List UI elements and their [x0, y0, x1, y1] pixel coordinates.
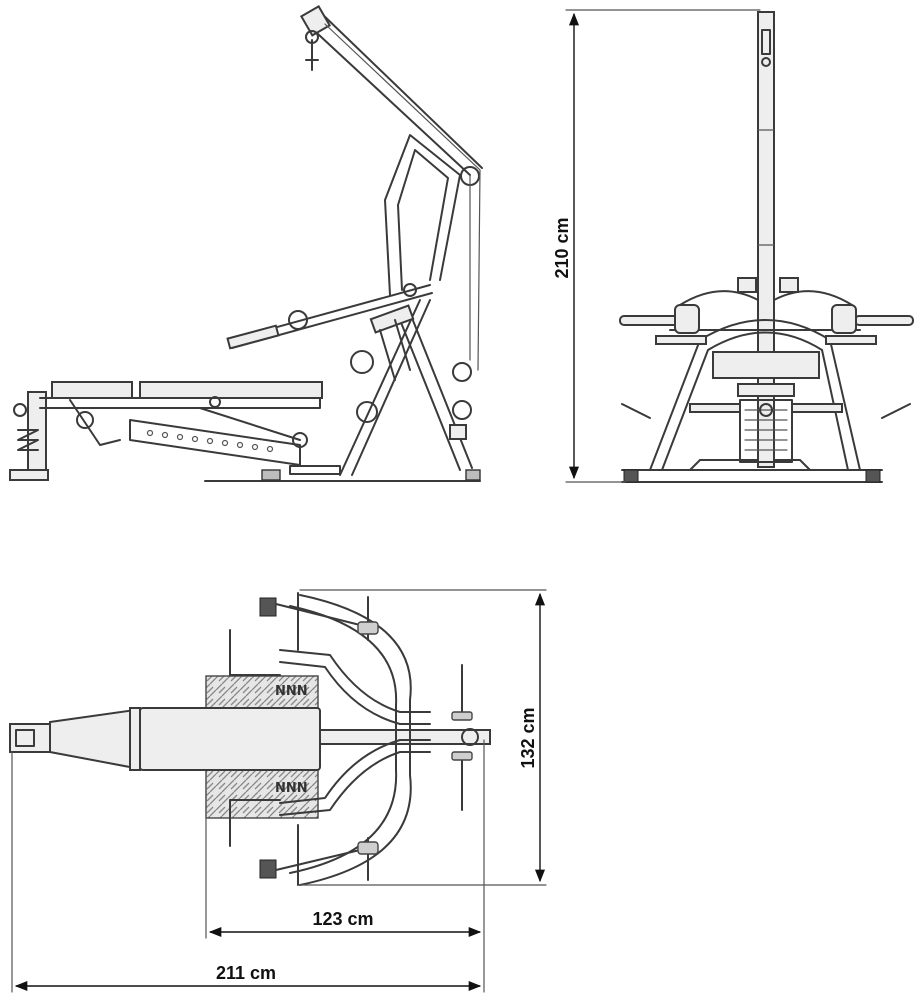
back-pad-top [139, 707, 321, 771]
front-view [619, 11, 914, 483]
seat-pad [51, 381, 133, 399]
left-handle [619, 315, 679, 326]
dimension-base-length: 123 cm [205, 739, 485, 939]
center-column [757, 11, 775, 468]
carabiner [305, 39, 319, 71]
dimension-depth: 132 cm [299, 589, 547, 886]
side-view [9, 4, 483, 482]
svg-text:NNN: NNN [275, 781, 308, 796]
top-boom [304, 11, 483, 176]
pulley [350, 350, 374, 374]
lower-arm [279, 751, 431, 816]
pulley [452, 362, 472, 382]
outer-arch [649, 319, 861, 471]
seat-pad-front [712, 351, 820, 379]
pulley [452, 400, 472, 420]
center-beam [319, 729, 491, 745]
foot-cap [465, 469, 481, 481]
end-cap [259, 597, 277, 617]
seat-pad-top [49, 708, 136, 770]
front-post [27, 391, 47, 481]
upper-arm [279, 649, 431, 713]
front-leg [399, 317, 473, 471]
right-handle [854, 315, 914, 326]
dimension-total-length: 211 cm [11, 751, 485, 993]
base-length-label: 123 cm [312, 909, 373, 929]
svg-text:NNN: NNN [275, 684, 308, 699]
upper-grip [229, 629, 281, 676]
adjust-holes [146, 429, 274, 453]
top-view: NNN NNN [9, 592, 491, 886]
main-arm-frame [384, 134, 461, 296]
dimension-height: 210 cm [552, 9, 761, 483]
depth-label: 132 cm [518, 707, 538, 768]
lower-grip [229, 799, 281, 847]
frame-arc [299, 594, 412, 886]
back-pad [139, 381, 323, 399]
floor-plate [205, 769, 319, 819]
foot-cap [261, 469, 281, 481]
total-length-label: 211 cm [216, 963, 276, 983]
height-label: 210 cm [552, 217, 572, 278]
end-cap [259, 859, 277, 879]
